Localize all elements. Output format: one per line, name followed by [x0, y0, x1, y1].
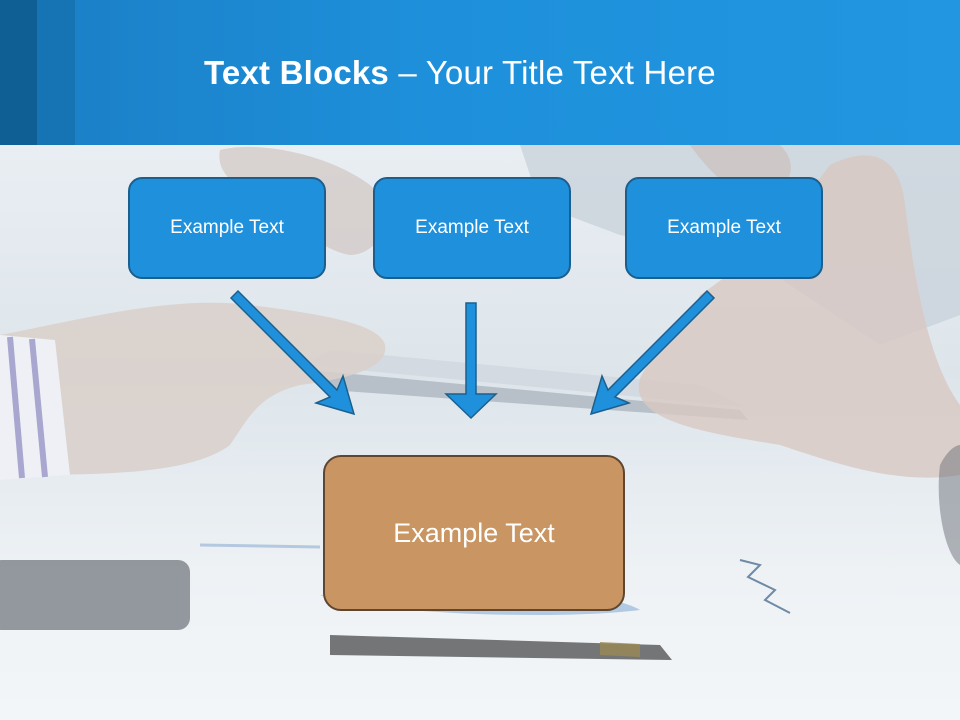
text-block-3[interactable]: Example Text [625, 177, 823, 279]
arrow-center-icon [444, 302, 498, 420]
slide-title: Text Blocks – Your Title Text Here [204, 54, 716, 92]
text-block-2[interactable]: Example Text [373, 177, 571, 279]
title-rest: Your Title Text Here [425, 54, 716, 91]
title-dash: – [389, 54, 426, 91]
title-bar-accent-mid [37, 0, 75, 145]
title-bar: Text Blocks – Your Title Text Here [0, 0, 960, 145]
title-bar-accent-dark [0, 0, 37, 145]
result-text-block[interactable]: Example Text [323, 455, 625, 611]
text-block-1[interactable]: Example Text [128, 177, 326, 279]
title-bold: Text Blocks [204, 54, 389, 91]
arrow-left-icon [229, 289, 356, 416]
arrow-right-icon [589, 289, 716, 416]
